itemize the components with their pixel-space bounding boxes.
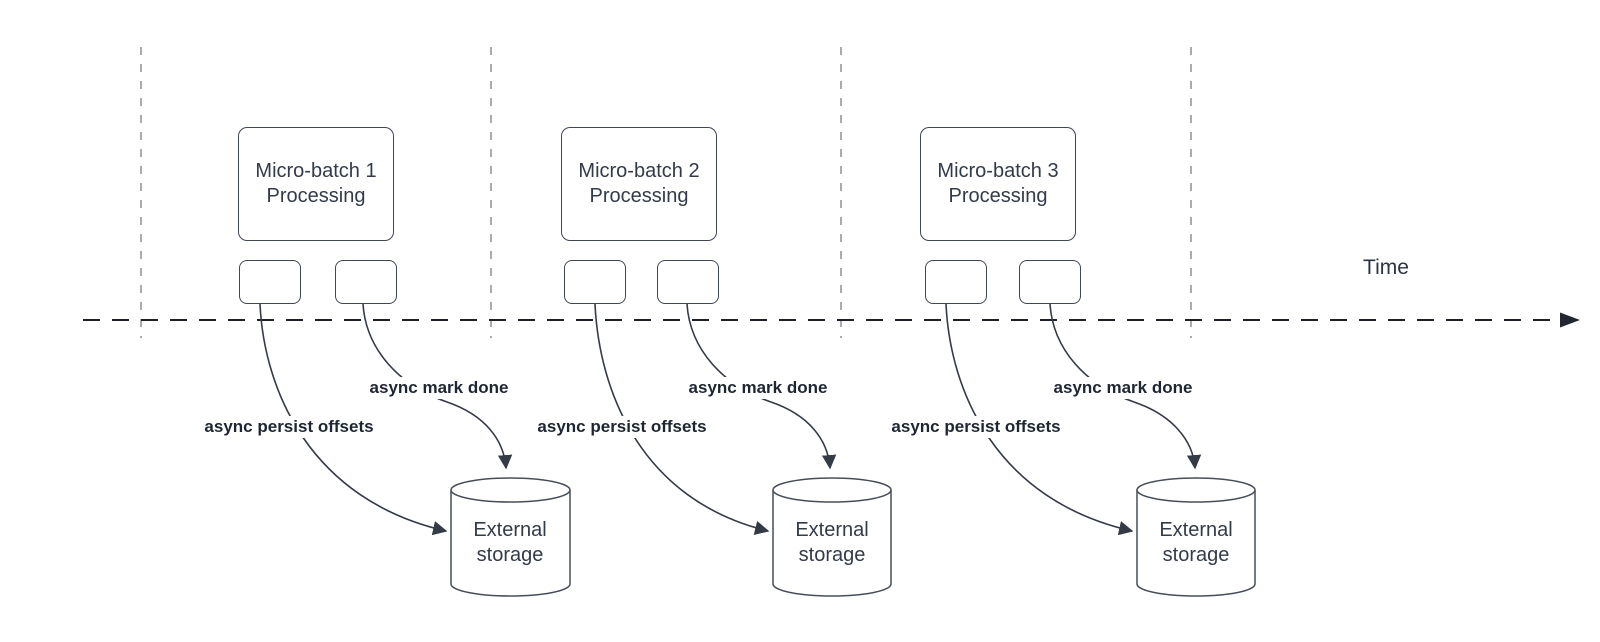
persist-offsets-arrow-1 xyxy=(259,303,448,536)
storage-cylinder-3 xyxy=(1136,477,1256,597)
external-storage-label-2: External storage xyxy=(795,519,869,566)
persist-offsets-arrow-3 xyxy=(945,303,1134,536)
mark-done-arrow-3 xyxy=(1049,303,1202,470)
micro-batch-1-label: Micro-batch 1 Processing xyxy=(255,160,377,207)
persist-offsets-label-1: async persist offsets xyxy=(201,416,377,438)
mark-done-label-1: async mark done xyxy=(366,377,512,399)
mark-done-label-3: async mark done xyxy=(1050,377,1196,399)
task-box-2-right xyxy=(657,260,719,304)
persist-offsets-label-3: async persist offsets xyxy=(888,416,1064,438)
task-box-3-right xyxy=(1019,260,1081,304)
mark-done-arrow-2 xyxy=(686,303,837,470)
mark-done-label-2: async mark done xyxy=(685,377,831,399)
external-storage-label-1: External storage xyxy=(473,519,547,566)
task-box-1-right xyxy=(335,260,397,304)
storage-cylinder-1 xyxy=(450,477,571,597)
time-axis-arrowhead-icon xyxy=(1560,312,1580,328)
mark-done-arrow-1 xyxy=(362,303,513,470)
storage-cylinder-2 xyxy=(772,477,892,597)
micro-batch-2-box: Micro-batch 2 Processing xyxy=(561,127,717,241)
external-storage-label-3: External storage xyxy=(1159,519,1233,566)
time-axis-label: Time xyxy=(1363,256,1409,279)
task-box-1-left xyxy=(239,260,301,304)
micro-batch-3-box: Micro-batch 3 Processing xyxy=(920,127,1076,241)
micro-batch-1-box: Micro-batch 1 Processing xyxy=(238,127,394,241)
task-box-2-left xyxy=(564,260,626,304)
persist-offsets-arrow-2 xyxy=(594,303,770,535)
task-box-3-left xyxy=(925,260,987,304)
micro-batch-2-label: Micro-batch 2 Processing xyxy=(578,160,700,207)
persist-offsets-label-2: async persist offsets xyxy=(534,416,710,438)
micro-batch-3-label: Micro-batch 3 Processing xyxy=(937,160,1059,207)
